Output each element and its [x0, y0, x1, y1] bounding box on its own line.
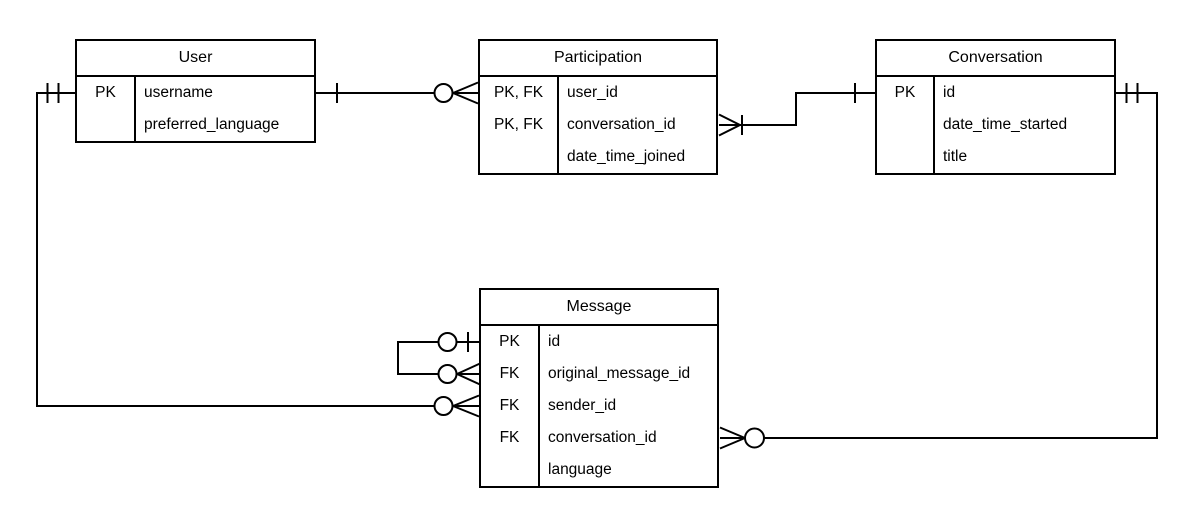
attribute-cell: language — [548, 461, 612, 478]
entity-user: User PK username preferred_language — [75, 39, 316, 143]
entity-conversation: Conversation PK id date_time_started tit… — [875, 39, 1116, 175]
crow-foot-icon — [456, 362, 481, 386]
table-row: FK original_message_id — [481, 358, 717, 390]
key-cell — [481, 454, 540, 486]
zero-circle-icon — [437, 364, 458, 384]
zero-circle-icon — [433, 396, 454, 416]
key-cell: PK — [877, 77, 935, 109]
attribute-cell: sender_id — [548, 397, 617, 414]
attribute-cell: username — [144, 84, 213, 101]
table-row: PK, FK conversation_id — [480, 109, 716, 141]
attribute-cell: conversation_id — [548, 429, 657, 446]
zero-circle-icon — [433, 83, 454, 103]
connector-line — [740, 92, 875, 126]
attribute-cell: id — [943, 84, 956, 101]
entity-message: Message PK id FK original_message_id FK … — [479, 288, 719, 488]
entity-title: User — [77, 41, 314, 77]
zero-circle-icon — [437, 332, 458, 352]
table-row: preferred_language — [77, 109, 314, 141]
connector-line — [36, 92, 435, 407]
attribute-cell: user_id — [567, 84, 618, 101]
attribute-cell: date_time_started — [943, 116, 1068, 133]
entity-title: Participation — [480, 41, 716, 77]
relationship-user-message — [36, 83, 480, 418]
connector-line — [397, 341, 439, 375]
table-row: PK id — [877, 77, 1114, 109]
relationship-conversation-message — [719, 83, 1158, 450]
attribute-cell: id — [548, 333, 561, 350]
crow-foot-icon — [452, 81, 479, 105]
key-cell — [877, 109, 935, 141]
entity-title: Message — [481, 290, 717, 326]
relationship-user-participation — [316, 81, 479, 105]
relationship-participation-conversation — [718, 83, 875, 137]
crow-foot-icon — [452, 394, 480, 418]
key-cell: PK, FK — [480, 109, 559, 141]
key-cell — [877, 141, 935, 173]
table-row: PK username — [77, 77, 314, 109]
table-row: PK, FK user_id — [480, 77, 716, 109]
key-cell — [77, 109, 136, 141]
attribute-cell: preferred_language — [144, 116, 280, 133]
table-row: PK id — [481, 326, 717, 358]
key-cell: FK — [481, 390, 540, 422]
attribute-cell: original_message_id — [548, 365, 691, 382]
key-cell — [480, 141, 559, 173]
entity-title: Conversation — [877, 41, 1114, 77]
key-cell: FK — [481, 422, 540, 454]
attribute-cell: conversation_id — [567, 116, 676, 133]
crow-foot-icon — [719, 426, 746, 450]
key-cell: FK — [481, 358, 540, 390]
zero-circle-icon — [744, 427, 765, 449]
attribute-cell: date_time_joined — [567, 148, 686, 165]
entity-participation: Participation PK, FK user_id PK, FK conv… — [478, 39, 718, 175]
table-row: FK sender_id — [481, 390, 717, 422]
attribute-cell: title — [943, 148, 968, 165]
crow-foot-icon — [718, 113, 741, 137]
key-cell: PK — [481, 326, 540, 358]
key-cell: PK, FK — [480, 77, 559, 109]
table-row: date_time_joined — [480, 141, 716, 173]
relationship-message-self — [397, 332, 481, 386]
table-row: title — [877, 141, 1114, 173]
table-row: date_time_started — [877, 109, 1114, 141]
key-cell: PK — [77, 77, 136, 109]
table-row: FK conversation_id — [481, 422, 717, 454]
table-row: language — [481, 454, 717, 486]
